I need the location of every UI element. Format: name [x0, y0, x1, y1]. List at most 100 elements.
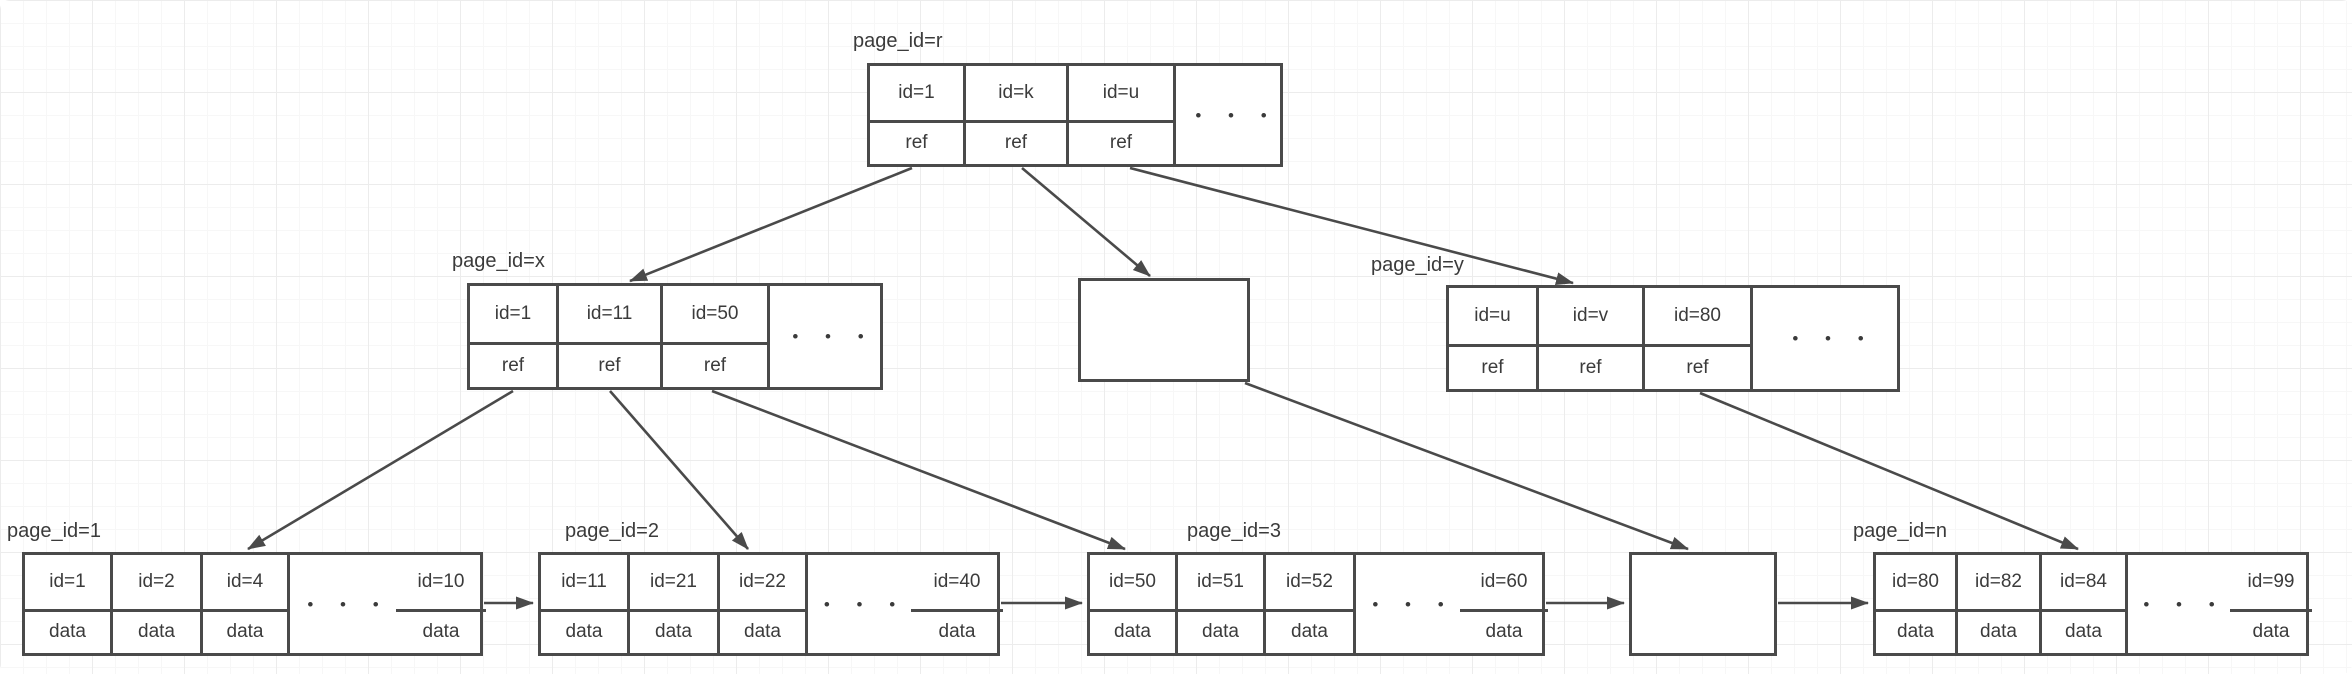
ellipsis-dots: • • • [792, 327, 875, 346]
cell-value: data [655, 621, 692, 643]
cell-key: id=11 [541, 555, 627, 612]
cell-column: id=80 data [1876, 555, 1958, 653]
cell-column: id=2 data [113, 555, 203, 653]
edge-mid-leafempty [1244, 381, 1689, 551]
cell-key: id=21 [630, 555, 717, 612]
cell-value: ref [905, 132, 928, 154]
cell-column: id=1 ref [470, 286, 559, 387]
cell-value: data [2065, 621, 2102, 643]
cell-key: id=80 [1876, 555, 1955, 612]
node-label-page-1: page_id=1 [7, 520, 101, 542]
node-label-page-n: page_id=n [1853, 520, 1947, 542]
cell-value: ref [703, 354, 727, 376]
ellipsis-dots: • • • [1792, 329, 1875, 348]
cell-value: data [1980, 621, 2017, 643]
cell-value: data [565, 621, 603, 643]
cell-key: id=10 [396, 555, 486, 612]
cell-value: ref [1579, 356, 1602, 378]
node-label-page-r: page_id=r [853, 30, 943, 52]
edge-r-x [629, 166, 913, 283]
cell-value: data [49, 621, 86, 643]
cell-column: id=80 ref [1645, 288, 1753, 389]
ellipsis-cell: • • • [1176, 66, 1286, 164]
cell-column: id=51 data [1178, 555, 1266, 653]
cell-key: id=40 [911, 555, 1003, 612]
cell-key: id=4 [203, 555, 287, 612]
ellipsis-dots: • • • [823, 594, 907, 614]
cell-key: id=2 [113, 555, 200, 612]
ellipsis-cell: • • • [808, 555, 911, 653]
cell-column: id=84 data [2042, 555, 2128, 653]
cell-key: id=u [1069, 66, 1173, 123]
cell-key: id=u [1449, 288, 1536, 347]
edge-x-1 [247, 389, 514, 551]
cell-column: id=52 data [1266, 555, 1356, 653]
cell-key: id=51 [1178, 555, 1263, 612]
node-page-r: id=1 ref id=k ref id=u ref • • • [867, 63, 1283, 167]
cell-key: id=84 [2042, 555, 2125, 612]
cell-column: id=11 ref [559, 286, 663, 387]
cell-value: ref [501, 354, 525, 376]
node-page-leaf-empty [1629, 552, 1777, 656]
edge-r-mid [1021, 167, 1151, 277]
cell-column: id=4 data [203, 555, 290, 653]
cell-key: id=1 [25, 555, 110, 612]
node-label-page-2: page_id=2 [565, 520, 659, 542]
cell-column: id=11 data [541, 555, 630, 653]
cell-value: ref [1109, 132, 1133, 154]
cell-key: id=k [966, 66, 1066, 123]
cell-value: data [422, 621, 460, 643]
cell-key: id=82 [1958, 555, 2039, 612]
node-label-page-3: page_id=3 [1187, 520, 1281, 542]
cell-column: id=1 data [25, 555, 113, 653]
ellipsis-cell: • • • [1356, 555, 1460, 653]
ellipsis-cell: • • • [1753, 288, 1903, 389]
cell-value: data [1485, 621, 1523, 643]
cell-column: id=k ref [966, 66, 1069, 164]
edge-x-3 [711, 389, 1126, 551]
cell-value: data [138, 621, 175, 643]
cell-key: id=1 [470, 286, 556, 345]
cell-column: id=u ref [1069, 66, 1176, 164]
cell-value: ref [1004, 132, 1028, 154]
cell-value: ref [1686, 356, 1709, 378]
cell-key: id=11 [559, 286, 660, 345]
cell-value: data [1897, 621, 1934, 643]
ellipsis-dots: • • • [1195, 105, 1278, 125]
cell-column: id=60 data [1460, 555, 1548, 653]
ellipsis-dots: • • • [307, 594, 390, 614]
cell-column: id=40 data [911, 555, 1003, 653]
cell-value: data [2252, 621, 2290, 643]
cell-column: id=10 data [396, 555, 486, 653]
ellipsis-cell: • • • [290, 555, 396, 653]
cell-value: data [1202, 621, 1239, 643]
cell-value: ref [598, 354, 621, 376]
node-page-1: id=1 data id=2 data id=4 data • • • id=10 data [22, 552, 486, 656]
cell-column: id=1 ref [870, 66, 966, 164]
node-label-page-y: page_id=y [1371, 254, 1464, 276]
cell-column: id=21 data [630, 555, 720, 653]
cell-value: data [744, 621, 781, 643]
cell-column: id=50 ref [663, 286, 770, 387]
cell-value: data [226, 621, 264, 643]
ellipsis-dots: • • • [1372, 594, 1455, 614]
ellipsis-cell: • • • [2128, 555, 2230, 653]
ellipsis-cell: • • • [770, 286, 886, 387]
cell-key: id=1 [870, 66, 963, 123]
cell-value: data [938, 621, 976, 643]
cell-value: data [1291, 621, 1328, 643]
cell-column: id=82 data [1958, 555, 2042, 653]
cell-key: id=50 [663, 286, 767, 345]
cell-key: id=80 [1645, 288, 1750, 347]
cell-key: id=52 [1266, 555, 1353, 612]
cell-key: id=60 [1460, 555, 1548, 612]
